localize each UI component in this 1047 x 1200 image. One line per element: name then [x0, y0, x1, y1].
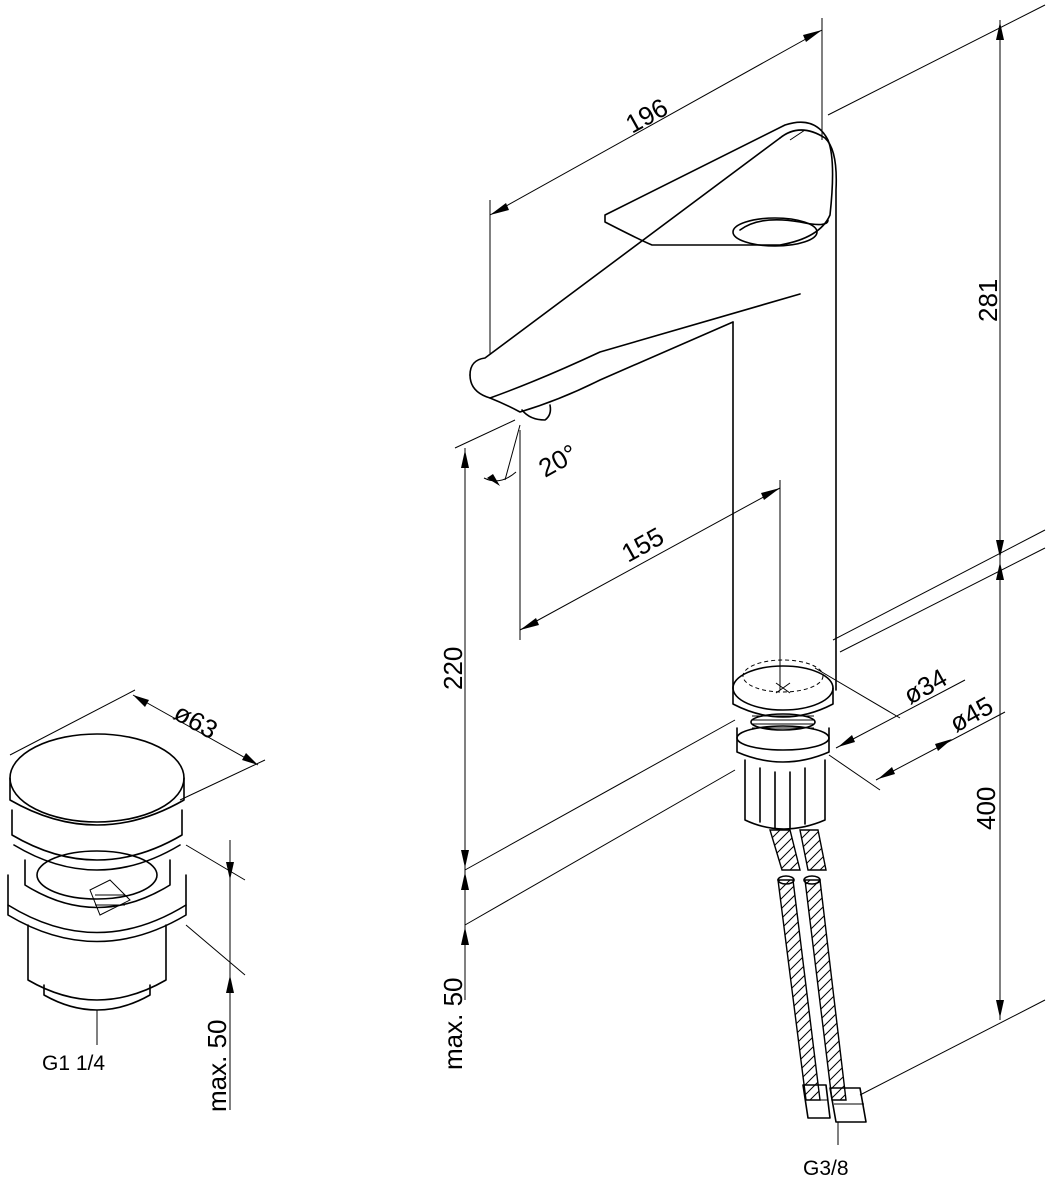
dim-hose-length-label: 400 — [971, 787, 1001, 830]
drain-dimension-lines — [9, 689, 266, 1110]
dim-height-label: 281 — [973, 279, 1003, 322]
dim-spout-reach-label: 196 — [620, 92, 672, 139]
mounting-assembly — [736, 713, 830, 830]
dim-spout-angle-label: 20° — [533, 438, 582, 483]
dim-projection-label: 155 — [616, 521, 668, 568]
faucet-labels: 196 281 20° 155 220 max. 50 ø34 ø45 400 … — [438, 92, 1003, 1180]
faucet-handle — [604, 121, 834, 247]
dim-base-d1-label: ø34 — [898, 662, 952, 710]
supply-hoses — [769, 829, 867, 1123]
drain-max-label: max. 50 — [202, 1020, 232, 1113]
dim-base-d2-label: ø45 — [944, 690, 998, 738]
dim-spout-height-label: 220 — [438, 647, 468, 690]
faucet-dimension-lines — [454, 4, 1046, 1145]
drain-plug — [7, 733, 187, 1011]
hose-thread-label: G3/8 — [803, 1157, 849, 1180]
dim-max-counter-label: max. 50 — [438, 978, 468, 1071]
drain-thread-label: G1 1/4 — [42, 1052, 105, 1075]
faucet-body — [469, 129, 838, 718]
drain-diameter-label: ø63 — [169, 697, 223, 745]
